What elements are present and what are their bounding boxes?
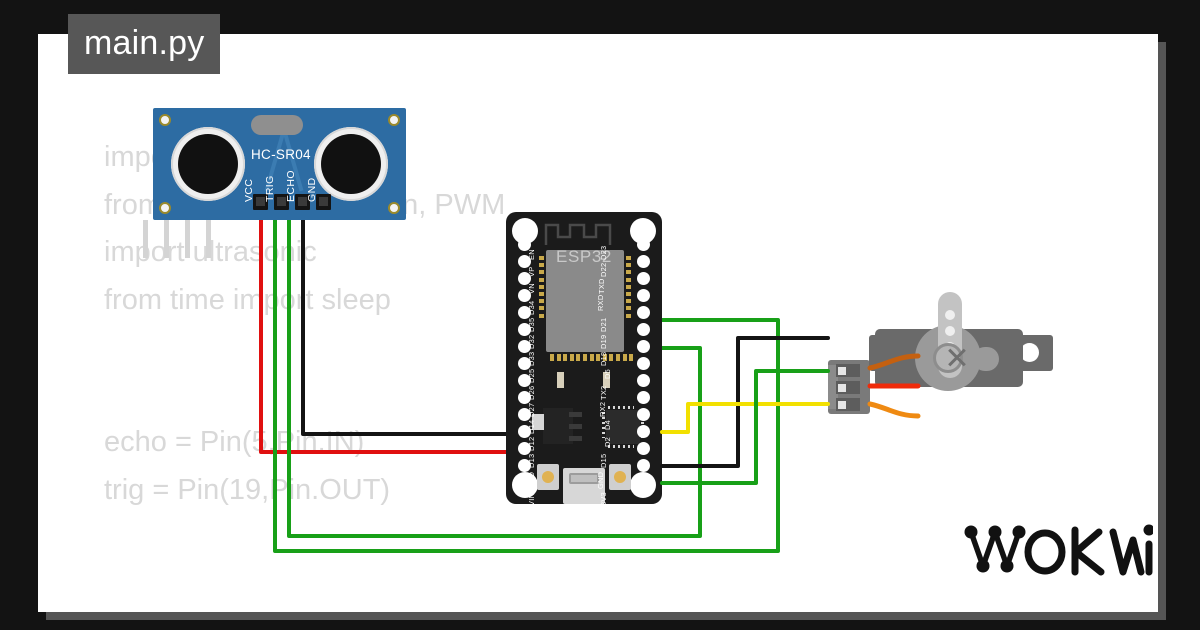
servo-mount-hole-icon	[1020, 343, 1039, 362]
pin-d21[interactable]	[637, 306, 650, 319]
pin-d14[interactable]	[518, 408, 531, 421]
pin-d23[interactable]	[637, 238, 650, 251]
yellow-wire-servo-signal	[660, 402, 830, 434]
pin-gnd-left[interactable]	[518, 459, 531, 472]
pin-gnd-right[interactable]	[637, 459, 650, 472]
part-hc-sr04[interactable]: HC-SR04 VCC TRIG ECHO GND	[153, 108, 406, 220]
part-servo-motor[interactable]	[833, 292, 1053, 391]
mount-hole-icon	[159, 114, 171, 126]
pin-tx2[interactable]	[637, 374, 650, 387]
pin-d33[interactable]	[518, 340, 531, 353]
en-button[interactable]	[537, 464, 559, 490]
connector-notch	[828, 365, 838, 409]
boot-button[interactable]	[609, 464, 631, 490]
wire-layer-foreground	[660, 336, 921, 485]
diagram-canvas[interactable]: import machine from machine import Pin, …	[38, 34, 1158, 612]
pin-d22[interactable]	[637, 255, 650, 268]
pin-d19[interactable]	[637, 323, 650, 336]
pin-rxd[interactable]	[637, 289, 650, 302]
lead-wire-vcc	[143, 220, 148, 258]
pin-header-echo[interactable]	[295, 194, 310, 210]
pcb-antenna-icon	[544, 221, 624, 247]
part-esp32-devkit[interactable]: ESP32	[506, 212, 662, 506]
wire-layer-background	[259, 218, 780, 553]
pin-d12[interactable]	[518, 425, 531, 438]
pin-d2[interactable]	[637, 425, 650, 438]
file-tab-main-py[interactable]: main.py	[68, 14, 221, 74]
red-wire-vcc	[259, 218, 512, 454]
hcsr04-label: HC-SR04	[251, 147, 311, 162]
pin-d34[interactable]	[518, 289, 531, 302]
servo-pigtail-orange	[867, 401, 921, 419]
pin-en[interactable]	[518, 238, 531, 251]
mount-hole-icon	[159, 202, 171, 214]
mount-hole-icon	[388, 114, 400, 126]
esp32-wroom-shield	[546, 250, 624, 352]
regulator-tab	[532, 414, 544, 430]
crystal-oscillator	[251, 115, 303, 135]
regulator-leg	[569, 424, 582, 429]
pin-3v3[interactable]	[637, 476, 650, 489]
pin-d27[interactable]	[518, 391, 531, 404]
pin-header-vcc[interactable]	[253, 194, 268, 210]
pin-vin[interactable]	[518, 476, 531, 489]
pin-txd[interactable]	[637, 272, 650, 285]
smd-capacitor	[557, 372, 564, 388]
chip-pads-left	[539, 256, 544, 321]
lead-wire-gnd	[206, 220, 211, 258]
chip-pads-bottom	[550, 354, 634, 361]
servo-connector[interactable]	[828, 360, 870, 414]
usb-micro-port[interactable]	[563, 468, 605, 504]
regulator-leg	[569, 412, 582, 417]
pin-d5[interactable]	[637, 357, 650, 370]
pin-header-trig[interactable]	[274, 194, 289, 210]
lead-wire-echo	[185, 220, 190, 258]
green-wire-trig	[273, 218, 780, 553]
connector-pin-vcc[interactable]	[836, 381, 860, 394]
smd-capacitor	[603, 372, 610, 388]
pin-vp[interactable]	[518, 255, 531, 268]
connector-pin-pwm[interactable]	[836, 398, 860, 411]
connector-pin-gnd[interactable]	[836, 364, 860, 377]
pin-d13[interactable]	[518, 442, 531, 455]
receiver-capsule-icon	[314, 127, 388, 201]
pin-d26[interactable]	[518, 374, 531, 387]
wokwi-logo	[963, 514, 1155, 584]
voltage-regulator	[543, 408, 573, 444]
pin-header-gnd[interactable]	[316, 194, 331, 210]
lead-wire-trig	[164, 220, 169, 258]
pin-d18[interactable]	[637, 340, 650, 353]
green-wire-echo	[287, 218, 702, 538]
mount-hole-icon	[388, 202, 400, 214]
transmitter-capsule-icon	[171, 127, 245, 201]
pin-d35[interactable]	[518, 306, 531, 319]
chip-pads-right	[626, 256, 631, 321]
pin-d25[interactable]	[518, 357, 531, 370]
servo-pigtail-brown	[867, 353, 921, 371]
regulator-leg	[569, 436, 582, 441]
pin-d32[interactable]	[518, 323, 531, 336]
black-wire-gnd	[301, 218, 512, 436]
green-wire-servo-vcc	[660, 369, 830, 485]
esp32-chip-label: ESP32	[556, 247, 612, 266]
pin-rx2[interactable]	[637, 391, 650, 404]
pin-vn[interactable]	[518, 272, 531, 285]
pin-d4[interactable]	[637, 408, 650, 421]
pin-d15[interactable]	[637, 442, 650, 455]
